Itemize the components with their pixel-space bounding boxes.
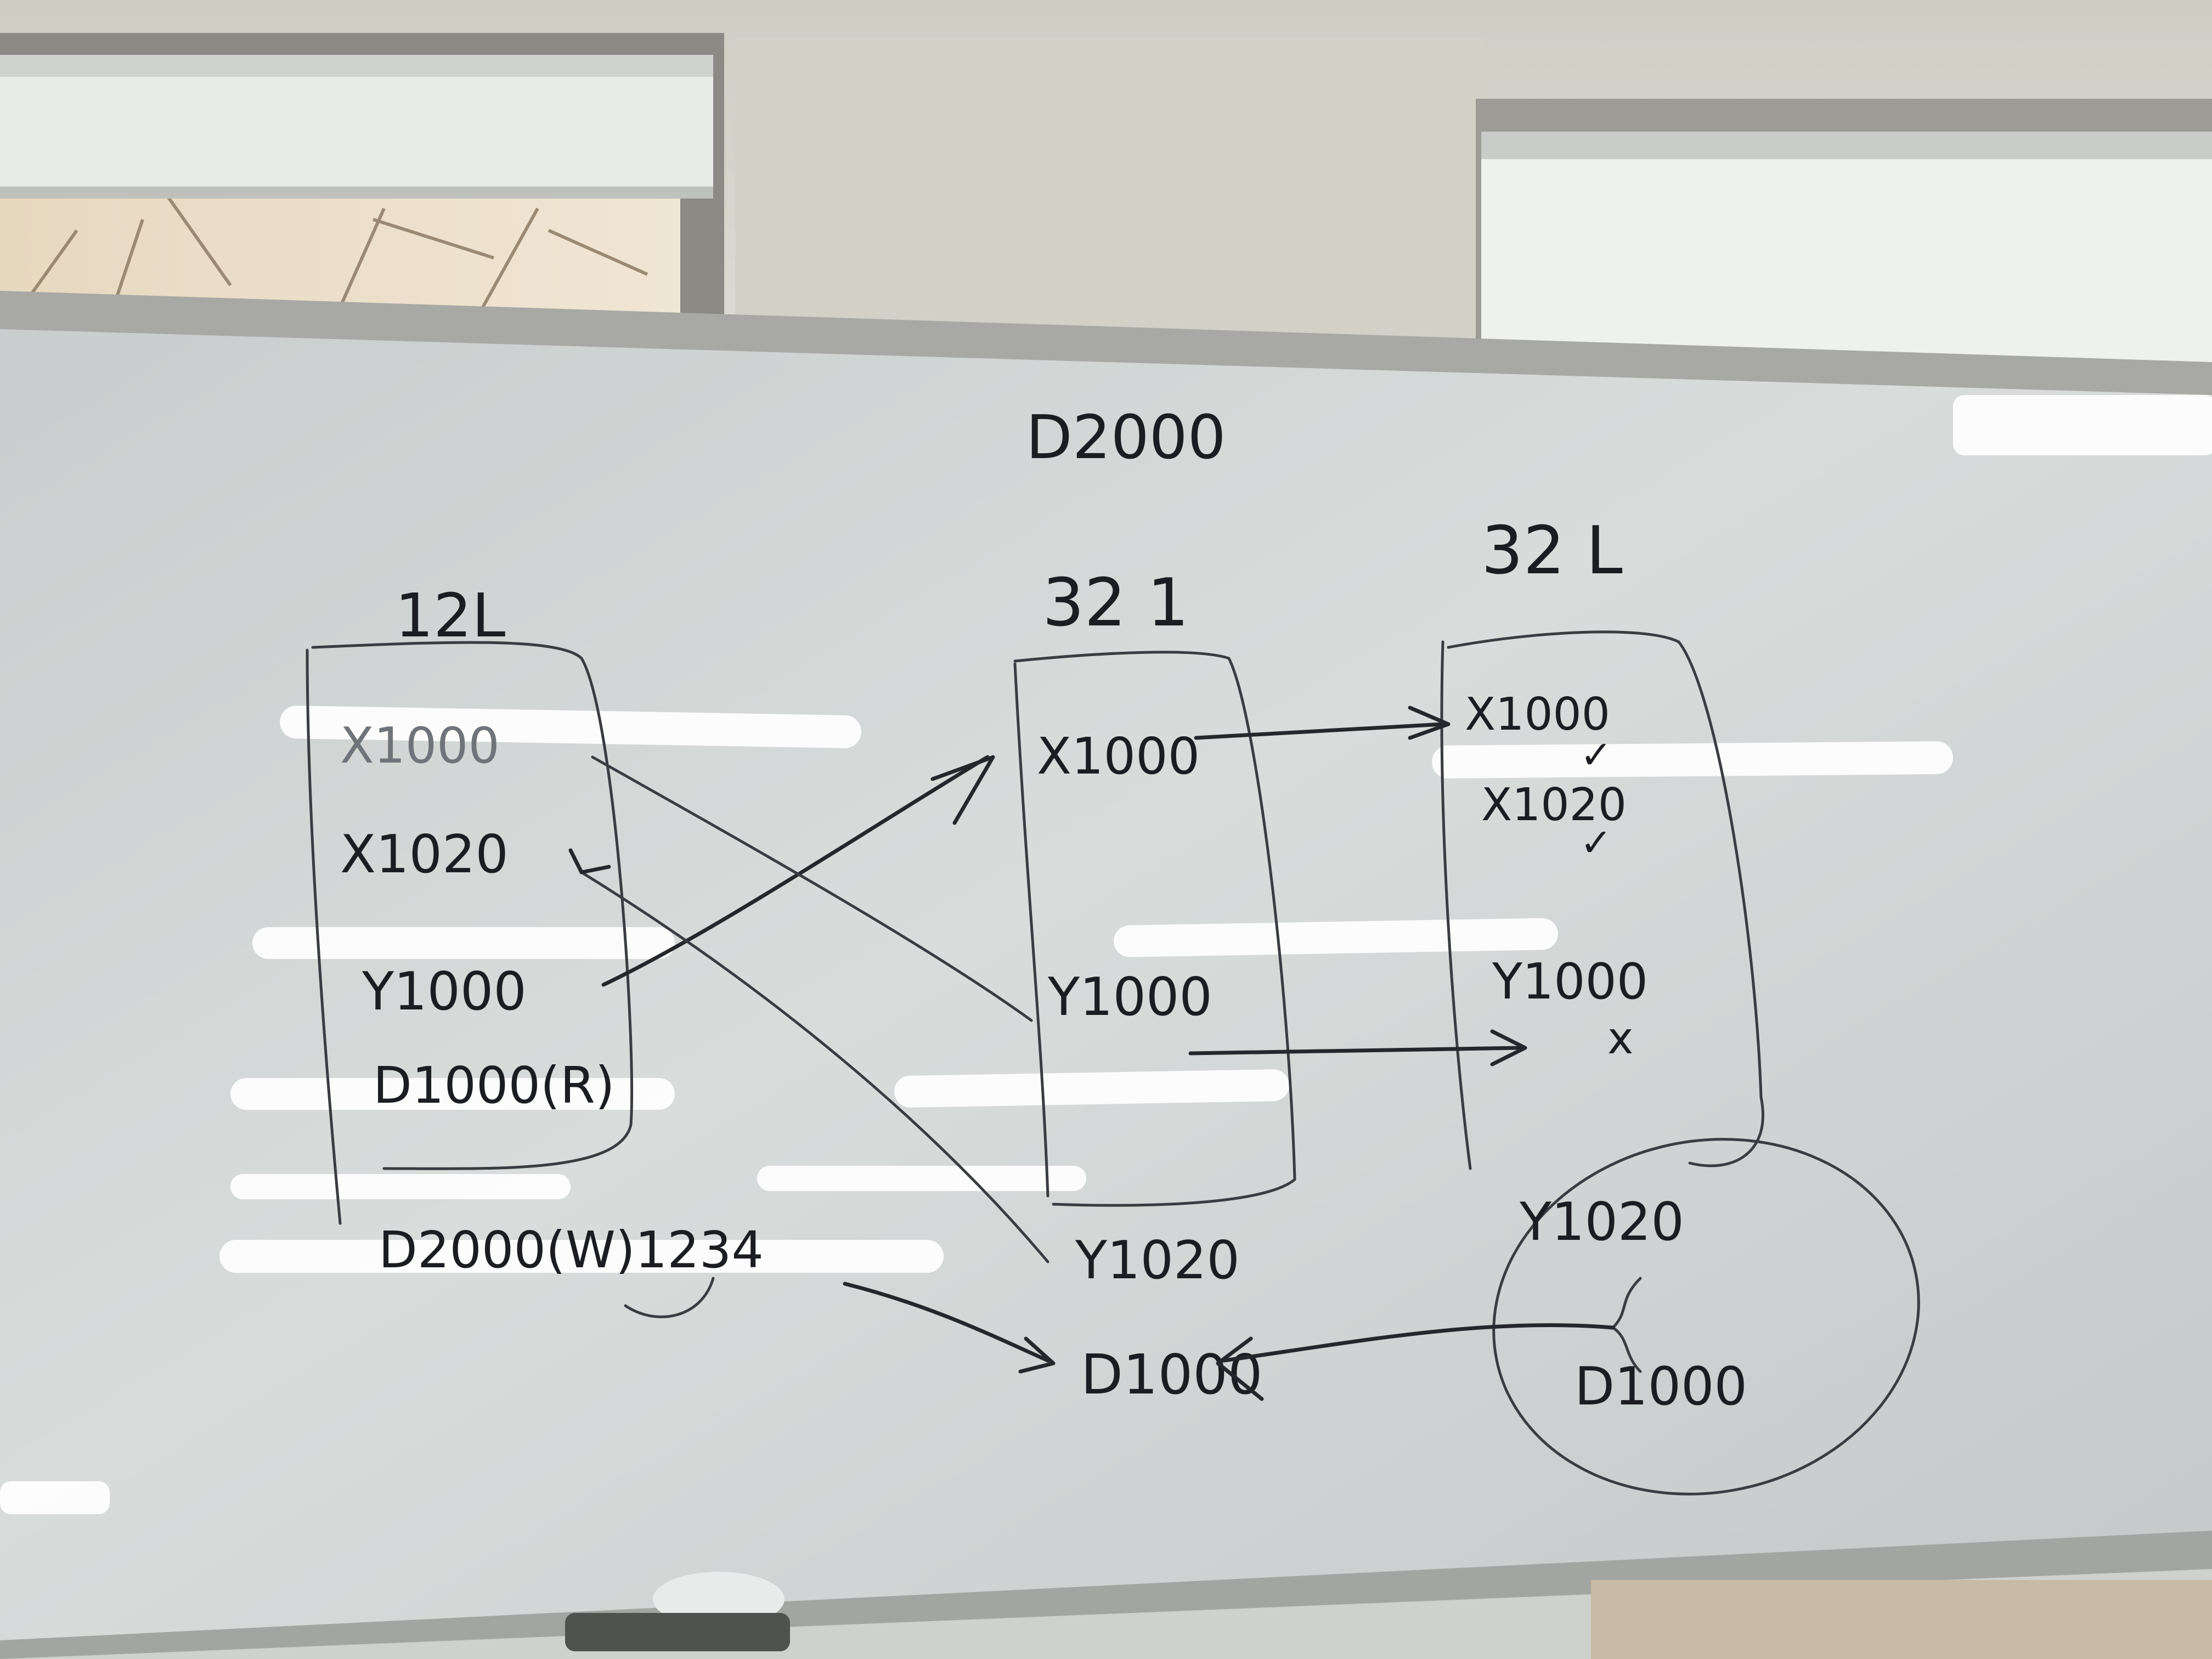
arrows (568, 706, 1615, 1401)
window-blind-right (1481, 132, 2212, 362)
tree-view-bottom (1591, 1580, 2212, 1659)
whiteboard-surface (0, 329, 2212, 1640)
underline-w (624, 1277, 715, 1318)
circled-group (1492, 1138, 1920, 1496)
column-3-check-2: ✓ (1580, 820, 1612, 865)
board-bottom-tray (0, 1531, 2212, 1659)
column-3-header: 32 L (1481, 513, 1623, 589)
column-2-box (1013, 651, 1296, 1207)
column-2-header: 32 1 (1042, 565, 1189, 641)
circled-item-1: Y1020 (1519, 1192, 1684, 1252)
column-3-item-2: X1020 (1481, 779, 1627, 831)
column-1-item-1: X1000 (340, 717, 500, 775)
column-2-item-2: Y1000 (1047, 967, 1212, 1028)
column-2-below-1: Y1020 (1075, 1231, 1240, 1291)
left-window (0, 33, 724, 329)
circled-item-2: D1000 (1575, 1357, 1747, 1417)
column-3-cross: x (1607, 1013, 1633, 1064)
column-1-item-4: D1000(R) (373, 1056, 615, 1115)
eraser-base (565, 1613, 790, 1651)
column-1-box (306, 641, 634, 1225)
column-3-item-1: X1000 (1465, 689, 1610, 741)
column-3-item-3: Y1000 (1492, 953, 1648, 1011)
glare-streaks (0, 395, 2212, 1514)
right-window (1476, 99, 2212, 362)
column-3-check-1: ✓ (1580, 732, 1612, 777)
board-top-rail (0, 291, 2212, 395)
column-1-below: D2000(W)1234 (379, 1221, 764, 1279)
top-label: D2000 (1026, 402, 1226, 472)
column-1-item-3: Y1000 (362, 962, 527, 1022)
column-2-item-1: X1000 (1037, 727, 1200, 786)
wall-panel (735, 38, 1487, 351)
column-1-item-2: X1020 (340, 825, 509, 885)
column-1-header: 12L (395, 580, 505, 651)
window-blind (0, 55, 713, 192)
